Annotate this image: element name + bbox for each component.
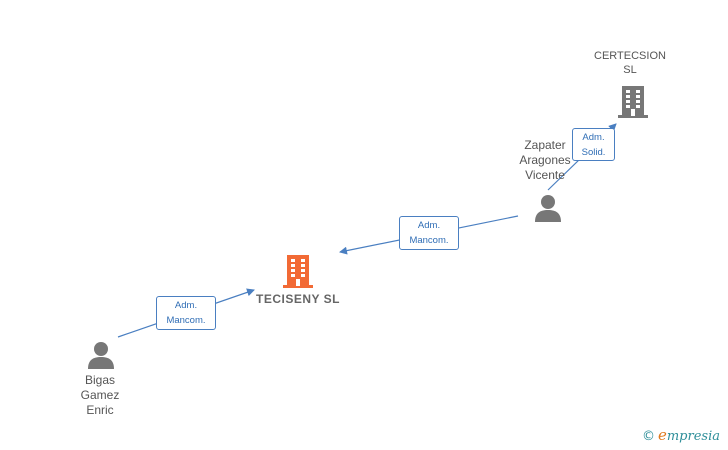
parent-company-label: CERTECSION SL bbox=[594, 50, 666, 76]
brand-initial: e bbox=[657, 426, 667, 444]
edge-label-adm-mancom-2[interactable]: Adm. Mancom. bbox=[156, 296, 216, 330]
person-bigas-icon[interactable] bbox=[86, 340, 116, 370]
edge-label-line2: Mancom. bbox=[409, 235, 449, 246]
person-zapater-label: Zapater Aragones Vicente bbox=[519, 138, 571, 182]
edge-label-adm-solid[interactable]: Adm. Solid. bbox=[572, 128, 615, 161]
edge-label-line1: Adm. bbox=[417, 220, 441, 231]
person-bigas-label: Bigas Gamez Enric bbox=[80, 373, 120, 417]
edge-label-line2: Solid. bbox=[581, 147, 606, 158]
empresia-watermark: ©empresia bbox=[642, 426, 720, 444]
copyright-symbol: © bbox=[641, 429, 655, 444]
edge-label-line1: Adm. bbox=[582, 132, 605, 143]
edge-label-line2: Mancom. bbox=[166, 315, 206, 326]
main-company-label: TECISENY SL bbox=[256, 292, 340, 306]
main-company-building-icon[interactable] bbox=[282, 253, 314, 288]
person-zapater-icon[interactable] bbox=[533, 193, 563, 223]
edge-label-line1: Adm. bbox=[174, 300, 198, 311]
brand-name: mpresia bbox=[666, 429, 720, 444]
parent-company-building-icon[interactable] bbox=[617, 84, 649, 118]
edge-label-adm-mancom-1[interactable]: Adm. Mancom. bbox=[399, 216, 459, 250]
